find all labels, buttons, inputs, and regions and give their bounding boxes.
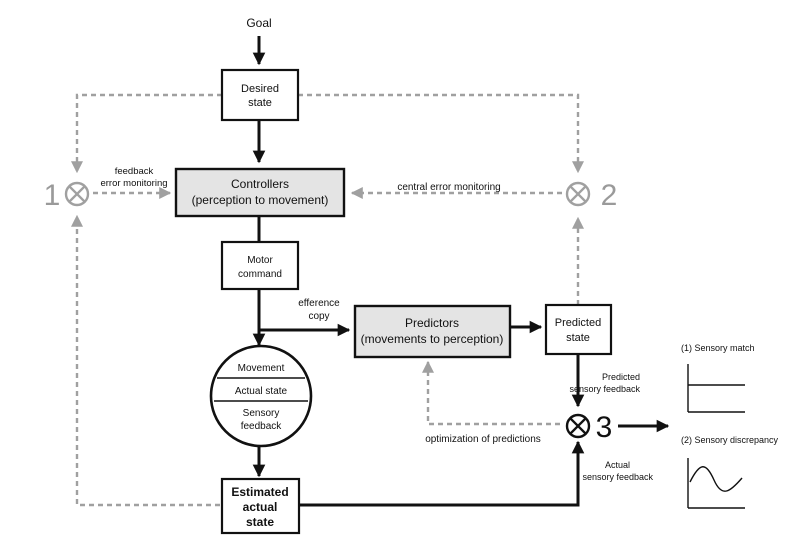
motor-command-line1: Motor: [247, 255, 273, 266]
comparator-1-number: 1: [44, 179, 61, 212]
estimated-line1: Estimated: [231, 485, 288, 499]
predictors-box: Predictors (movements to perception): [353, 304, 512, 359]
actual-sensory-feedback-line2: sensory feedback: [582, 472, 653, 482]
efference-copy-line2: copy: [308, 311, 329, 322]
comparator-2-number: 2: [601, 179, 618, 212]
estimated-line3: state: [246, 515, 274, 529]
sensory-discrepancy-signal: [689, 466, 743, 492]
optimization-to-predictors-line: [422, 360, 560, 426]
actual-sensory-feedback-line1: Actual: [605, 460, 630, 470]
controllers-subtitle: (perception to movement): [192, 193, 329, 207]
central-error-monitoring-label: central error monitoring: [397, 182, 500, 193]
predicted-state-box: Predicted state: [544, 303, 613, 356]
predicted-state-line2: state: [566, 332, 590, 344]
comparator-3: 3: [565, 411, 613, 444]
estimated-to-comparator1-line: [71, 214, 220, 507]
controllers-title: Controllers: [231, 177, 289, 191]
estimated-line2: actual: [243, 500, 278, 514]
estimated-actual-state-box: Estimated actual state: [220, 477, 301, 535]
desired-state-line2: state: [248, 97, 272, 109]
estimated-to-comparator3-arrow: [299, 440, 585, 507]
controllers-box: Controllers (perception to movement): [174, 167, 346, 218]
motor-command-line2: command: [238, 269, 282, 280]
feedback-error-monitoring-line2: error monitoring: [100, 178, 167, 189]
predicted-sensory-feedback-line1: Predicted: [602, 372, 640, 382]
predicted-sensory-feedback-line2: sensory feedback: [569, 384, 640, 394]
sensory-feedback-line1: Sensory: [243, 408, 280, 419]
comparator-2: 2: [565, 179, 618, 212]
sensory-discrepancy-panel: (2) Sensory discrepancy: [681, 435, 779, 509]
predictors-subtitle: (movements to perception): [361, 332, 504, 346]
desired-to-comparator1-line: [71, 93, 222, 174]
desired-state-box: Desired state: [220, 68, 300, 122]
solid-connections: [252, 36, 670, 507]
motor-command-box: Motor command: [220, 240, 300, 291]
feedback-error-monitoring-line1: feedback: [115, 166, 154, 177]
body-circle: Movement Actual state Sensory feedback: [209, 344, 313, 448]
sensory-match-label: (1) Sensory match: [681, 343, 755, 353]
goal-label: Goal: [246, 16, 271, 30]
movement-label: Movement: [238, 363, 285, 374]
efference-copy-line1: efference: [298, 298, 340, 309]
sensory-match-panel: (1) Sensory match: [681, 343, 755, 413]
optimization-of-predictions-label: optimization of predictions: [425, 434, 541, 445]
actual-state-label: Actual state: [235, 386, 288, 397]
predicted-state-line1: Predicted: [555, 317, 601, 329]
comparator-1: 1: [44, 179, 90, 212]
sensory-discrepancy-label: (2) Sensory discrepancy: [681, 435, 779, 445]
desired-state-line1: Desired: [241, 83, 279, 95]
desired-to-comparator2-line: [298, 93, 584, 174]
comparator-3-number: 3: [596, 411, 613, 444]
sensory-feedback-line2: feedback: [241, 421, 283, 432]
dashed-connections: [71, 93, 584, 507]
predictors-title: Predictors: [405, 316, 459, 330]
